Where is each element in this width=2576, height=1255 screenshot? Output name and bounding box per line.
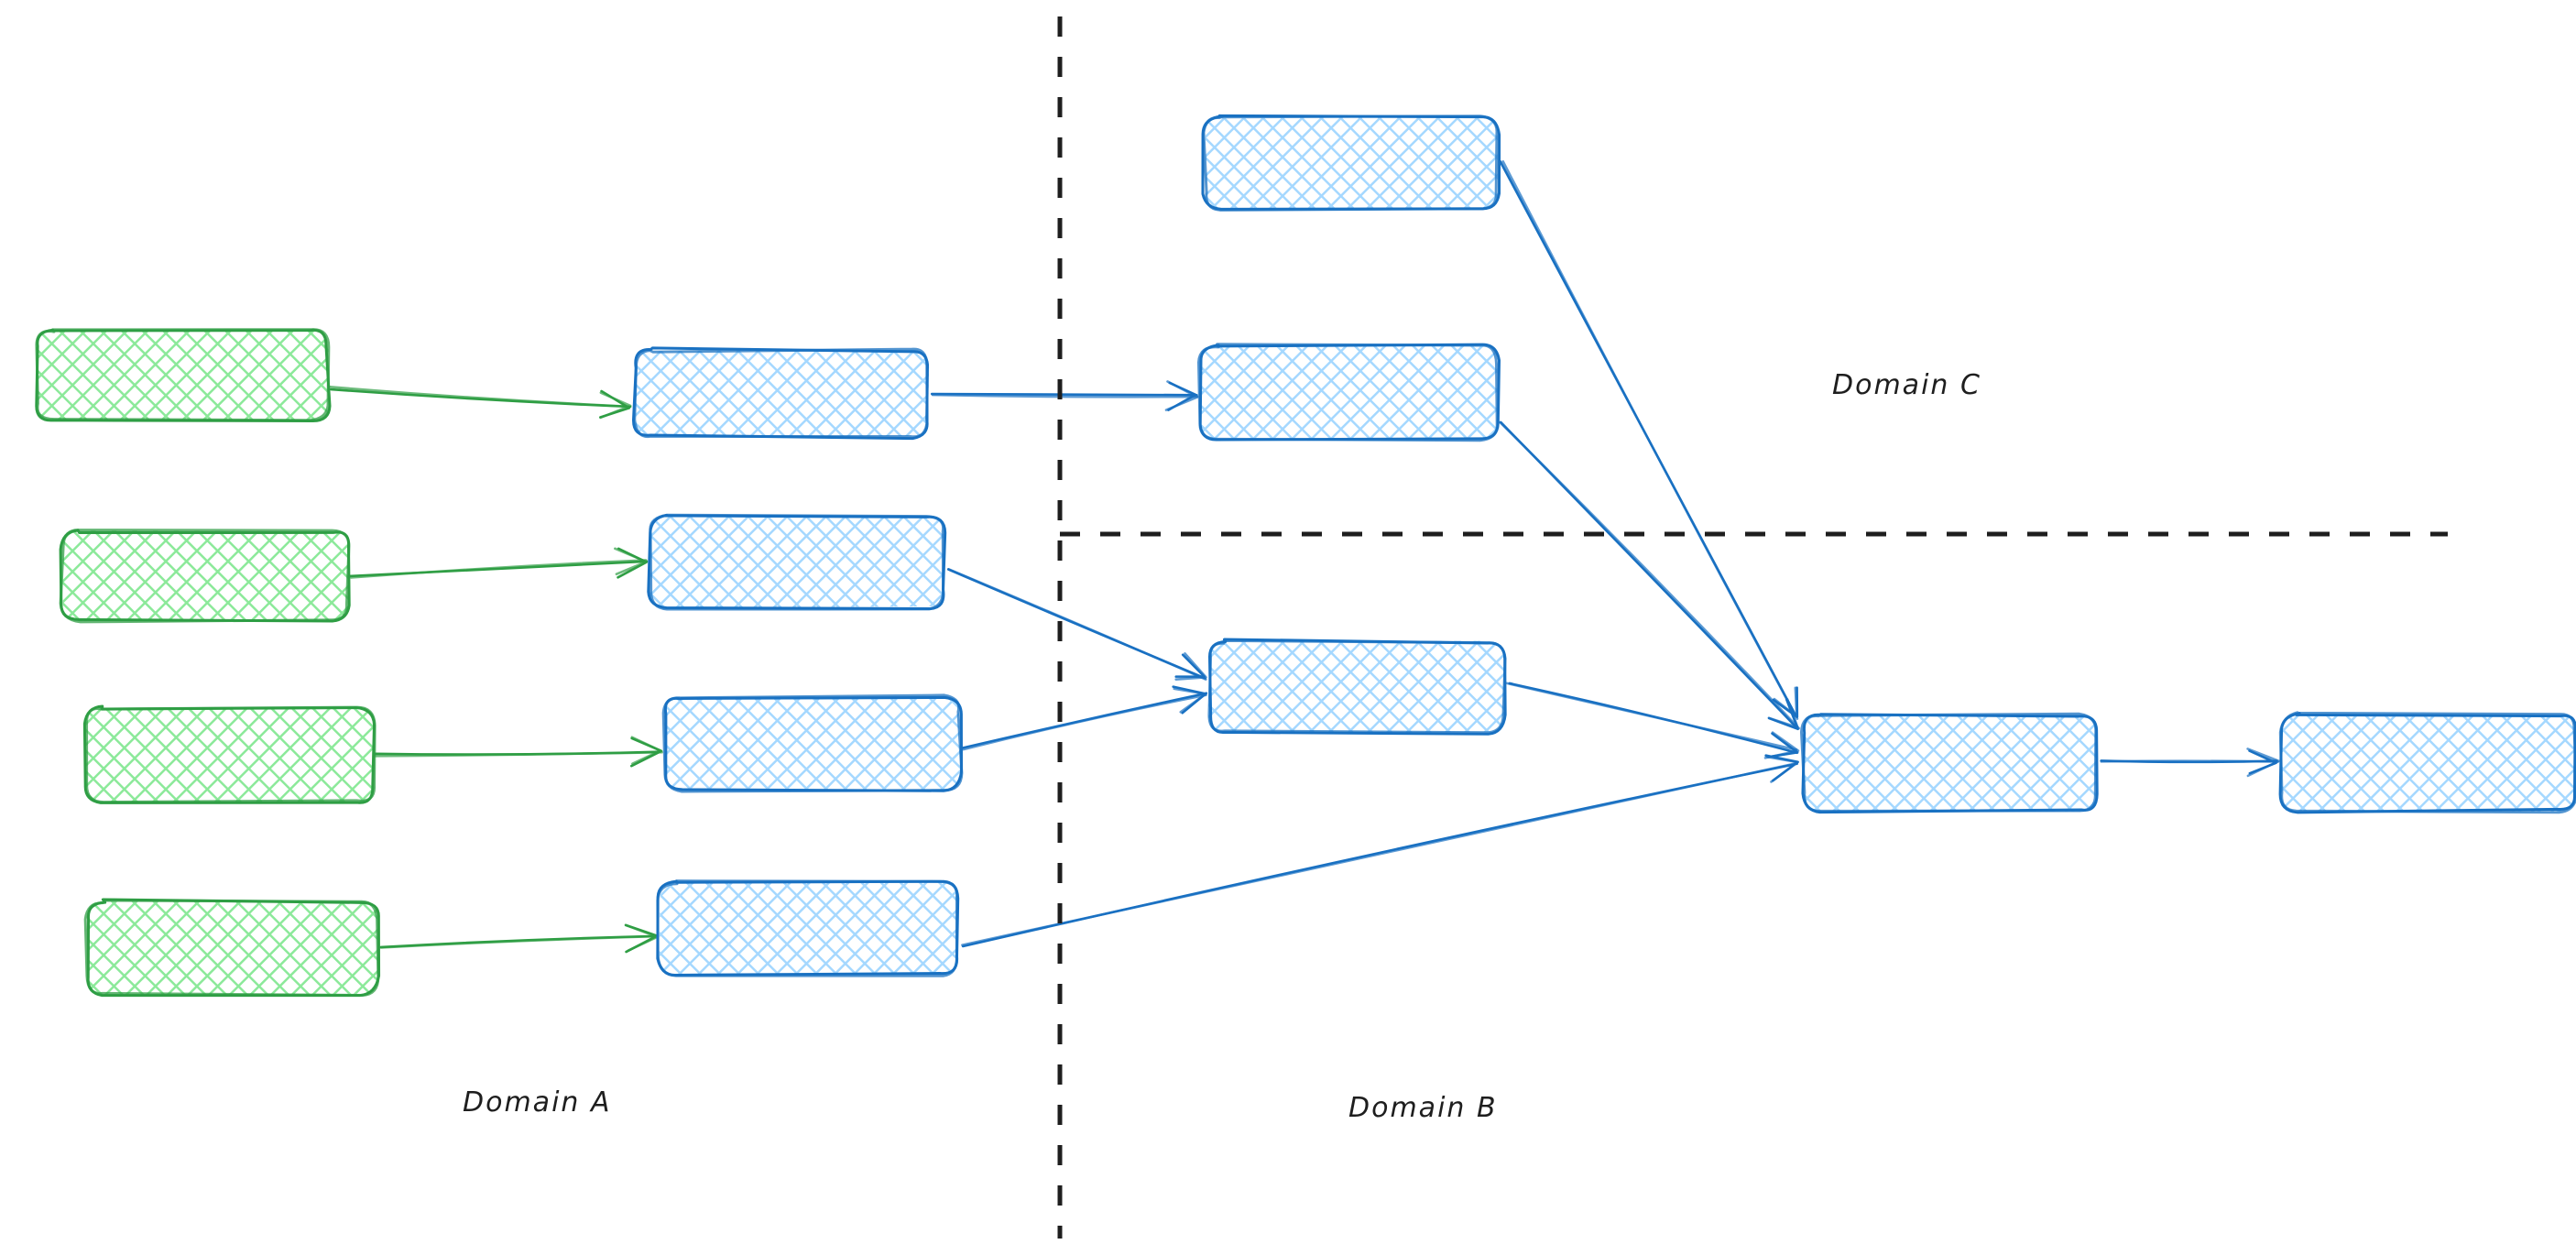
node-fill [663, 695, 962, 791]
node-outline [1799, 712, 2098, 813]
edge-arrowhead [1767, 698, 1799, 729]
node-outline [1207, 638, 1507, 735]
domain-label-domain-a: Domain A [463, 1086, 612, 1119]
edge-arrowhead [1773, 686, 1798, 718]
node-outline [633, 347, 929, 439]
diagram-edge[interactable] [961, 685, 1208, 751]
edge-arrowhead [1765, 755, 1799, 783]
edge-line [931, 393, 1199, 398]
diagram-edge[interactable] [1499, 159, 1799, 720]
edge-arrowhead [2246, 748, 2280, 778]
node-fill [1207, 640, 1506, 734]
diagram-edge[interactable] [946, 568, 1207, 682]
diagram-node[interactable] [59, 528, 351, 624]
diagram-node[interactable] [661, 693, 964, 793]
edge-line [1505, 682, 1798, 751]
edge-line [2100, 759, 2279, 763]
node-fill [1205, 116, 1499, 209]
node-outline [83, 899, 380, 998]
diagram-edge[interactable] [328, 385, 632, 420]
edge-arrowhead [1763, 731, 1800, 759]
node-fill [659, 882, 958, 975]
edge-line [1499, 420, 1800, 730]
diagram-edge[interactable] [1505, 682, 1800, 759]
edge-arrowhead [614, 547, 648, 576]
node-outline [1196, 343, 1499, 442]
domain-label-domain-b: Domain B [1348, 1092, 1498, 1124]
diagram-edge[interactable] [930, 380, 1199, 411]
node-outline [59, 528, 351, 624]
node-outline [656, 879, 959, 977]
edge-line [930, 392, 1198, 397]
node-fill [2279, 715, 2576, 812]
diagram-node[interactable] [1196, 343, 1501, 442]
diagram-node[interactable] [647, 513, 947, 611]
diagram-node[interactable] [1799, 712, 2099, 814]
node-fill [649, 516, 944, 608]
node-outline [1202, 115, 1499, 212]
node-outline [85, 705, 377, 804]
diagram-node[interactable] [1207, 638, 1507, 736]
diagram-node[interactable] [2278, 711, 2576, 814]
diagram-node[interactable] [632, 346, 930, 441]
diagram-edge[interactable] [379, 923, 659, 954]
edge-line [373, 750, 663, 758]
edge-line [962, 693, 1207, 751]
node-outline [2278, 711, 2576, 814]
node-fill [62, 530, 349, 622]
edge-line [1501, 159, 1799, 720]
diagram-edge[interactable] [373, 736, 663, 768]
diagram-node[interactable] [83, 898, 381, 998]
edge-line [350, 559, 648, 579]
diagram-node[interactable] [82, 704, 377, 804]
edge-line [328, 385, 630, 409]
node-fill [634, 350, 930, 437]
node-fill [1199, 344, 1498, 441]
node-fill [83, 706, 375, 802]
node-fill [35, 330, 329, 420]
edge-arrowhead [1173, 687, 1207, 714]
edge-arrowhead [1164, 380, 1199, 411]
diagram-node[interactable] [35, 328, 332, 422]
node-outline [649, 513, 945, 611]
node-fill [86, 900, 378, 995]
diagram-edge[interactable] [2100, 748, 2280, 778]
node-layer [35, 114, 2576, 998]
diagram-node[interactable] [1201, 114, 1501, 212]
edge-arrowhead [599, 391, 632, 420]
domain-label-domain-c: Domain C [1832, 369, 1981, 401]
diagram-edge[interactable] [347, 547, 649, 579]
node-outline [35, 328, 331, 422]
edge-line [947, 568, 1207, 681]
diagram-edge[interactable] [961, 754, 1799, 948]
diagram-node[interactable] [656, 879, 960, 977]
edge-line [379, 934, 659, 949]
edge-arrowhead [1174, 652, 1207, 682]
node-fill [1802, 714, 2096, 812]
edge-arrowhead [630, 736, 662, 765]
divider-layer [1057, 16, 2448, 1239]
node-outline [661, 693, 964, 793]
diagram-edge[interactable] [1499, 420, 1800, 731]
edge-line [961, 761, 1798, 946]
edge-layer [328, 159, 2280, 954]
